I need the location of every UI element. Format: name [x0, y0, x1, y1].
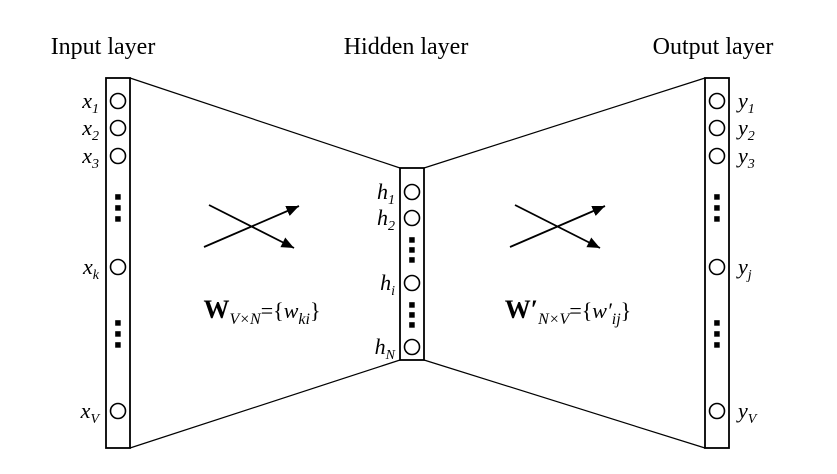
output-node-circle-yV [708, 402, 726, 420]
input-ellipsis-dots-lower [115, 320, 121, 348]
output-label-yj: yj [736, 254, 752, 283]
input-label-xk: xk [82, 254, 100, 283]
output-label-yV: yV [736, 398, 758, 427]
input-hidden-top-edge [129, 77, 401, 169]
hidden-ellipsis-dots-upper [409, 237, 415, 263]
input-layer-rect [105, 77, 131, 449]
input-layer-title: Input layer [51, 34, 156, 60]
arrow-down-right [208, 204, 295, 249]
output-ellipsis-dots-upper [714, 194, 720, 222]
input-node-circle-x3 [109, 147, 127, 165]
hidden-label-h2: h2 [377, 205, 395, 234]
arrow-down-right [514, 204, 601, 249]
input-label-x2: x2 [81, 115, 99, 144]
input-label-x1: x1 [81, 88, 99, 117]
hidden-node-circle-h2 [403, 209, 421, 227]
hidden-node-circle-hN [403, 338, 421, 356]
output-node-circle-y2 [708, 119, 726, 137]
hidden-output-top-edge [423, 77, 706, 169]
input-node-circle-xk [109, 258, 127, 276]
hidden-label-h1: h1 [377, 179, 395, 208]
output-layer-title: Output layer [653, 34, 774, 60]
hidden-node-circle-hi [403, 274, 421, 292]
input-hidden-bottom-edge [129, 359, 401, 449]
hidden-node-circle-h1 [403, 183, 421, 201]
hidden-label-hi: hi [380, 270, 395, 299]
hidden-output-bottom-edge [423, 359, 706, 449]
input-node-circle-xV [109, 402, 127, 420]
output-label-y3: y3 [736, 143, 755, 172]
projection-arrows-left [203, 204, 300, 249]
input-ellipsis-dots-upper [115, 194, 121, 222]
hidden-label-hN: hN [375, 334, 396, 363]
output-node-circle-y3 [708, 147, 726, 165]
output-node-circle-y1 [708, 92, 726, 110]
weight-matrix-label-left: WV×N={wki} [203, 295, 320, 328]
output-label-y2: y2 [736, 115, 755, 144]
input-node-circle-x2 [109, 119, 127, 137]
hidden-layer-title: Hidden layer [344, 34, 469, 60]
output-node-circle-yj [708, 258, 726, 276]
input-label-x3: x3 [81, 143, 99, 172]
input-node-circle-x1 [109, 92, 127, 110]
weight-matrix-label-right: W′N×V={w′ij} [505, 295, 631, 328]
input-label-xV: xV [80, 398, 101, 427]
hidden-ellipsis-dots-lower [409, 302, 415, 328]
projection-arrows-right [509, 204, 606, 249]
output-ellipsis-dots-lower [714, 320, 720, 348]
output-label-y1: y1 [736, 88, 755, 117]
